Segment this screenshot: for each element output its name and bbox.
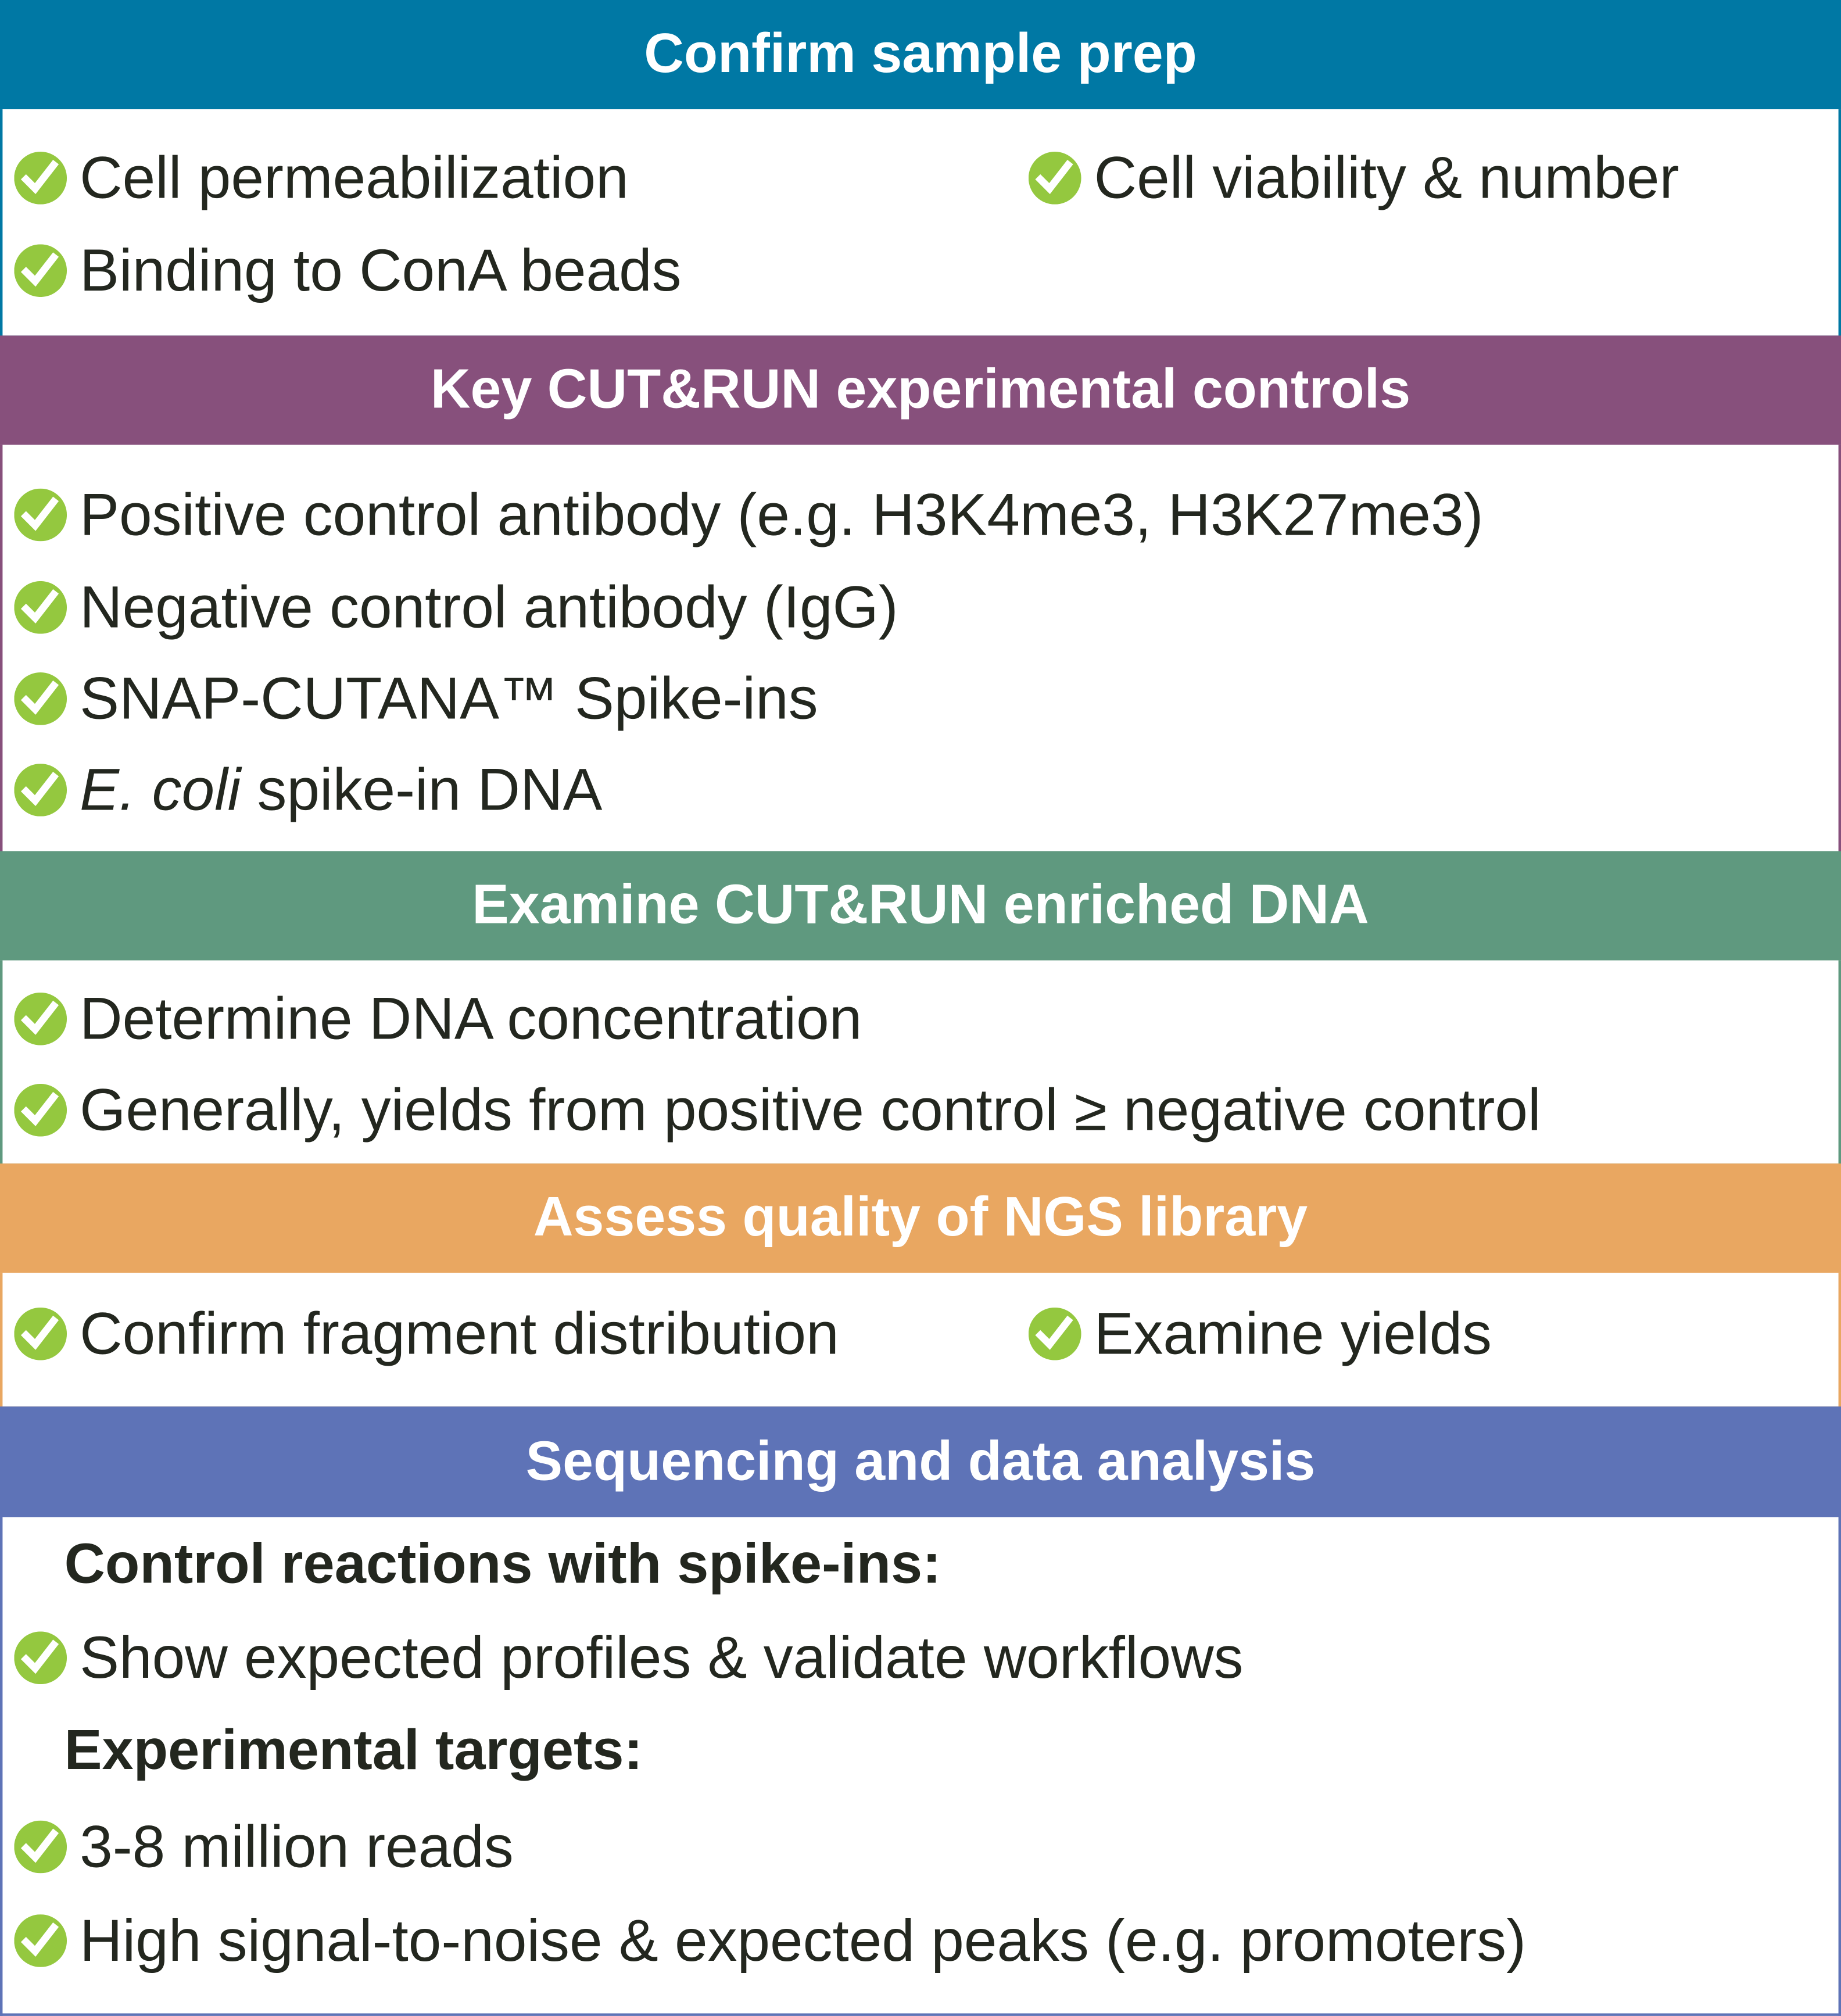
item-text: Negative control antibody (IgG) — [80, 573, 898, 640]
check-icon — [1029, 151, 1081, 204]
check-icon — [14, 763, 67, 816]
list-item: Confirm fragment distribution — [14, 1295, 839, 1372]
section-body-ngs-library — [0, 1273, 1841, 1409]
check-icon — [14, 581, 67, 633]
item-text: Binding to ConA beads — [80, 237, 682, 304]
list-item: Generally, yields from positive control … — [14, 1071, 1541, 1148]
section-header-ngs-library: Assess quality of NGS library — [0, 1163, 1841, 1273]
check-icon — [14, 151, 67, 204]
section-body-enriched-dna — [0, 960, 1841, 1166]
section-header-sample-prep: Confirm sample prep — [0, 0, 1841, 110]
check-icon — [14, 1307, 67, 1360]
list-item: Determine DNA concentration — [14, 980, 862, 1057]
check-icon — [14, 244, 67, 296]
subheading: Control reactions with spike-ins: — [64, 1532, 941, 1596]
item-text: Determine DNA concentration — [80, 984, 862, 1052]
list-item: Negative control antibody (IgG) — [14, 568, 898, 646]
section-header-controls: Key CUT&RUN experimental controls — [0, 335, 1841, 445]
section-body-controls — [0, 445, 1841, 854]
item-text-italic: E. coli — [80, 755, 241, 823]
check-icon — [14, 1820, 67, 1873]
item-text: Cell viability & number — [1094, 144, 1679, 211]
check-icon — [14, 672, 67, 725]
check-icon — [14, 1631, 67, 1684]
item-text: Show expected profiles & validate workfl… — [80, 1624, 1244, 1691]
item-text: Positive control antibody (e.g. H3K4me3,… — [80, 481, 1484, 548]
check-icon — [14, 1914, 67, 1967]
list-item: Positive control antibody (e.g. H3K4me3,… — [14, 476, 1484, 553]
check-icon — [14, 1083, 67, 1136]
item-text: Examine yields — [1094, 1299, 1492, 1367]
list-item: 3-8 million reads — [14, 1807, 514, 1885]
list-item: Cell permeabilization — [14, 139, 629, 216]
check-icon — [14, 488, 67, 541]
section-body-sequencing — [0, 1517, 1841, 2016]
check-icon — [1029, 1307, 1081, 1360]
section-header-enriched-dna: Examine CUT&RUN enriched DNA — [0, 851, 1841, 961]
list-item: High signal-to-noise & expected peaks (e… — [14, 1902, 1526, 1979]
item-text: Confirm fragment distribution — [80, 1299, 839, 1367]
list-item: E. coli spike-in DNA — [14, 751, 602, 828]
item-text: Generally, yields from positive control … — [80, 1076, 1541, 1143]
list-item: Binding to ConA beads — [14, 231, 682, 309]
check-icon — [14, 992, 67, 1045]
item-text: spike-in DNA — [241, 755, 603, 823]
section-header-sequencing: Sequencing and data analysis — [0, 1406, 1841, 1517]
item-text: Cell permeabilization — [80, 144, 629, 211]
list-item: Show expected profiles & validate workfl… — [14, 1618, 1244, 1696]
section-body-sample-prep — [0, 109, 1841, 338]
item-text: High signal-to-noise & expected peaks (e… — [80, 1906, 1527, 1974]
list-item: Examine yields — [1029, 1295, 1492, 1372]
item-text: 3-8 million reads — [80, 1813, 514, 1880]
list-item: SNAP-CUTANA™ Spike-ins — [14, 660, 818, 737]
list-item: Cell viability & number — [1029, 139, 1679, 216]
item-text: SNAP-CUTANA™ Spike-ins — [80, 664, 818, 732]
subheading: Experimental targets: — [64, 1718, 643, 1782]
